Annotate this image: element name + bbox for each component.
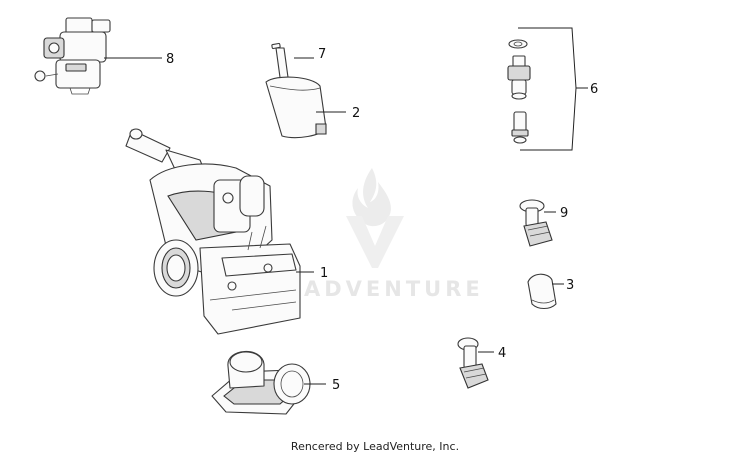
part-2-float [265,76,327,139]
callout-8: 8 [166,52,174,67]
callout-4: 4 [498,346,506,361]
part-3-cap [527,273,557,310]
callout-6: 6 [590,82,598,97]
callout-5: 5 [332,378,340,393]
diagram-canvas: LEADVENTURE [34,17,598,415]
callout-1: 1 [320,266,328,281]
footer-credit: Rencered by LeadVenture, Inc. [290,440,460,453]
part-5-gasket [211,350,311,415]
watermark-brand-text: LEADVENTURE [268,277,483,301]
watermark-flame-icon [352,168,391,227]
callout-3: 3 [566,278,574,293]
part-9-jet-holder [519,199,553,247]
part-4-jet [457,337,489,389]
callout-7: 7 [318,47,326,62]
part-8-sensor [34,17,111,95]
part-6-jet-group [507,39,531,144]
part-1-carburetor [125,128,301,335]
callout-9: 9 [560,206,568,221]
leadventure-watermark: LEADVENTURE [268,168,483,301]
watermark-v-icon [346,216,404,268]
callout-2: 2 [352,106,360,121]
